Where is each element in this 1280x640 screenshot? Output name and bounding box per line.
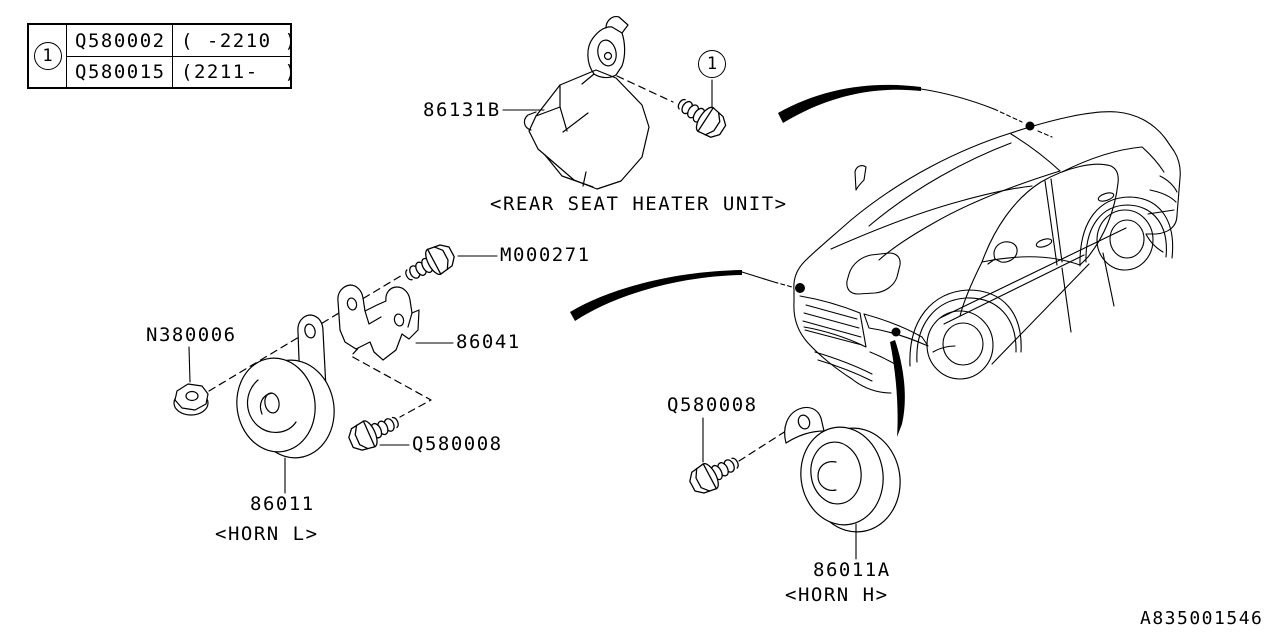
car-drawing: [793, 111, 1181, 394]
part-label-horn-l[interactable]: 86011: [250, 493, 315, 515]
part-label-horn-h[interactable]: 86011A: [813, 559, 891, 581]
ref-bubble: 1: [33, 42, 62, 70]
heater-bolt-axis: [616, 75, 674, 103]
caption-horn-h: <HORN H>: [785, 584, 889, 606]
horn-l-drawing: [236, 314, 335, 459]
part-label-heater-unit[interactable]: 86131B: [423, 99, 501, 121]
bracket-bolt-drawing: [399, 239, 460, 290]
part-label-horn-h-bolt[interactable]: Q580008: [667, 394, 758, 416]
leader-lines: [188, 79, 857, 560]
horn-h-locator-swoosh: [890, 340, 905, 437]
horn-bracket-drawing: [337, 284, 420, 361]
rear-seat-heater-unit-drawing: [523, 16, 650, 190]
part-number-cell[interactable]: Q580015: [66, 56, 172, 87]
part-label-horn-bracket[interactable]: 86041: [456, 331, 521, 353]
horn-h-drawing: [784, 406, 901, 533]
part-label-bracket-bolt[interactable]: M000271: [500, 244, 591, 266]
part-number-cell[interactable]: Q580002: [66, 25, 172, 56]
horn-l-bolt-drawing: [344, 407, 404, 456]
locator-arrows: [570, 84, 1053, 437]
heater-bolt-drawing: [671, 90, 731, 143]
heater-bolt-ref-bubble: 1: [698, 50, 726, 78]
caption-heater-unit: <REAR SEAT HEATER UNIT>: [490, 193, 788, 215]
nut-drawing: [173, 383, 209, 416]
roof-location-dot: [1025, 121, 1035, 131]
diagram-code: A835001546: [1140, 608, 1264, 629]
fender-location-dot: [891, 327, 901, 337]
caption-horn-l: <HORN L>: [215, 523, 319, 545]
applicability-cell: (2211- ): [172, 56, 296, 87]
reference-table: 1 Q580002 ( -2210 ) Q580015 (2211- ): [27, 23, 296, 89]
horn-h-bolt-axis: [738, 428, 790, 462]
heater-locator-swoosh: [778, 84, 921, 123]
applicability-cell: ( -2210 ): [172, 25, 296, 56]
part-label-horn-l-bolt[interactable]: Q580008: [412, 433, 503, 455]
part-label-horn-nut[interactable]: N380006: [146, 324, 237, 346]
horn-l-locator-swoosh: [570, 270, 742, 321]
front-bumper-location-dot: [795, 283, 805, 293]
horn-h-bolt-drawing: [684, 448, 745, 499]
reference-table-ref-cell: 1: [29, 25, 66, 87]
